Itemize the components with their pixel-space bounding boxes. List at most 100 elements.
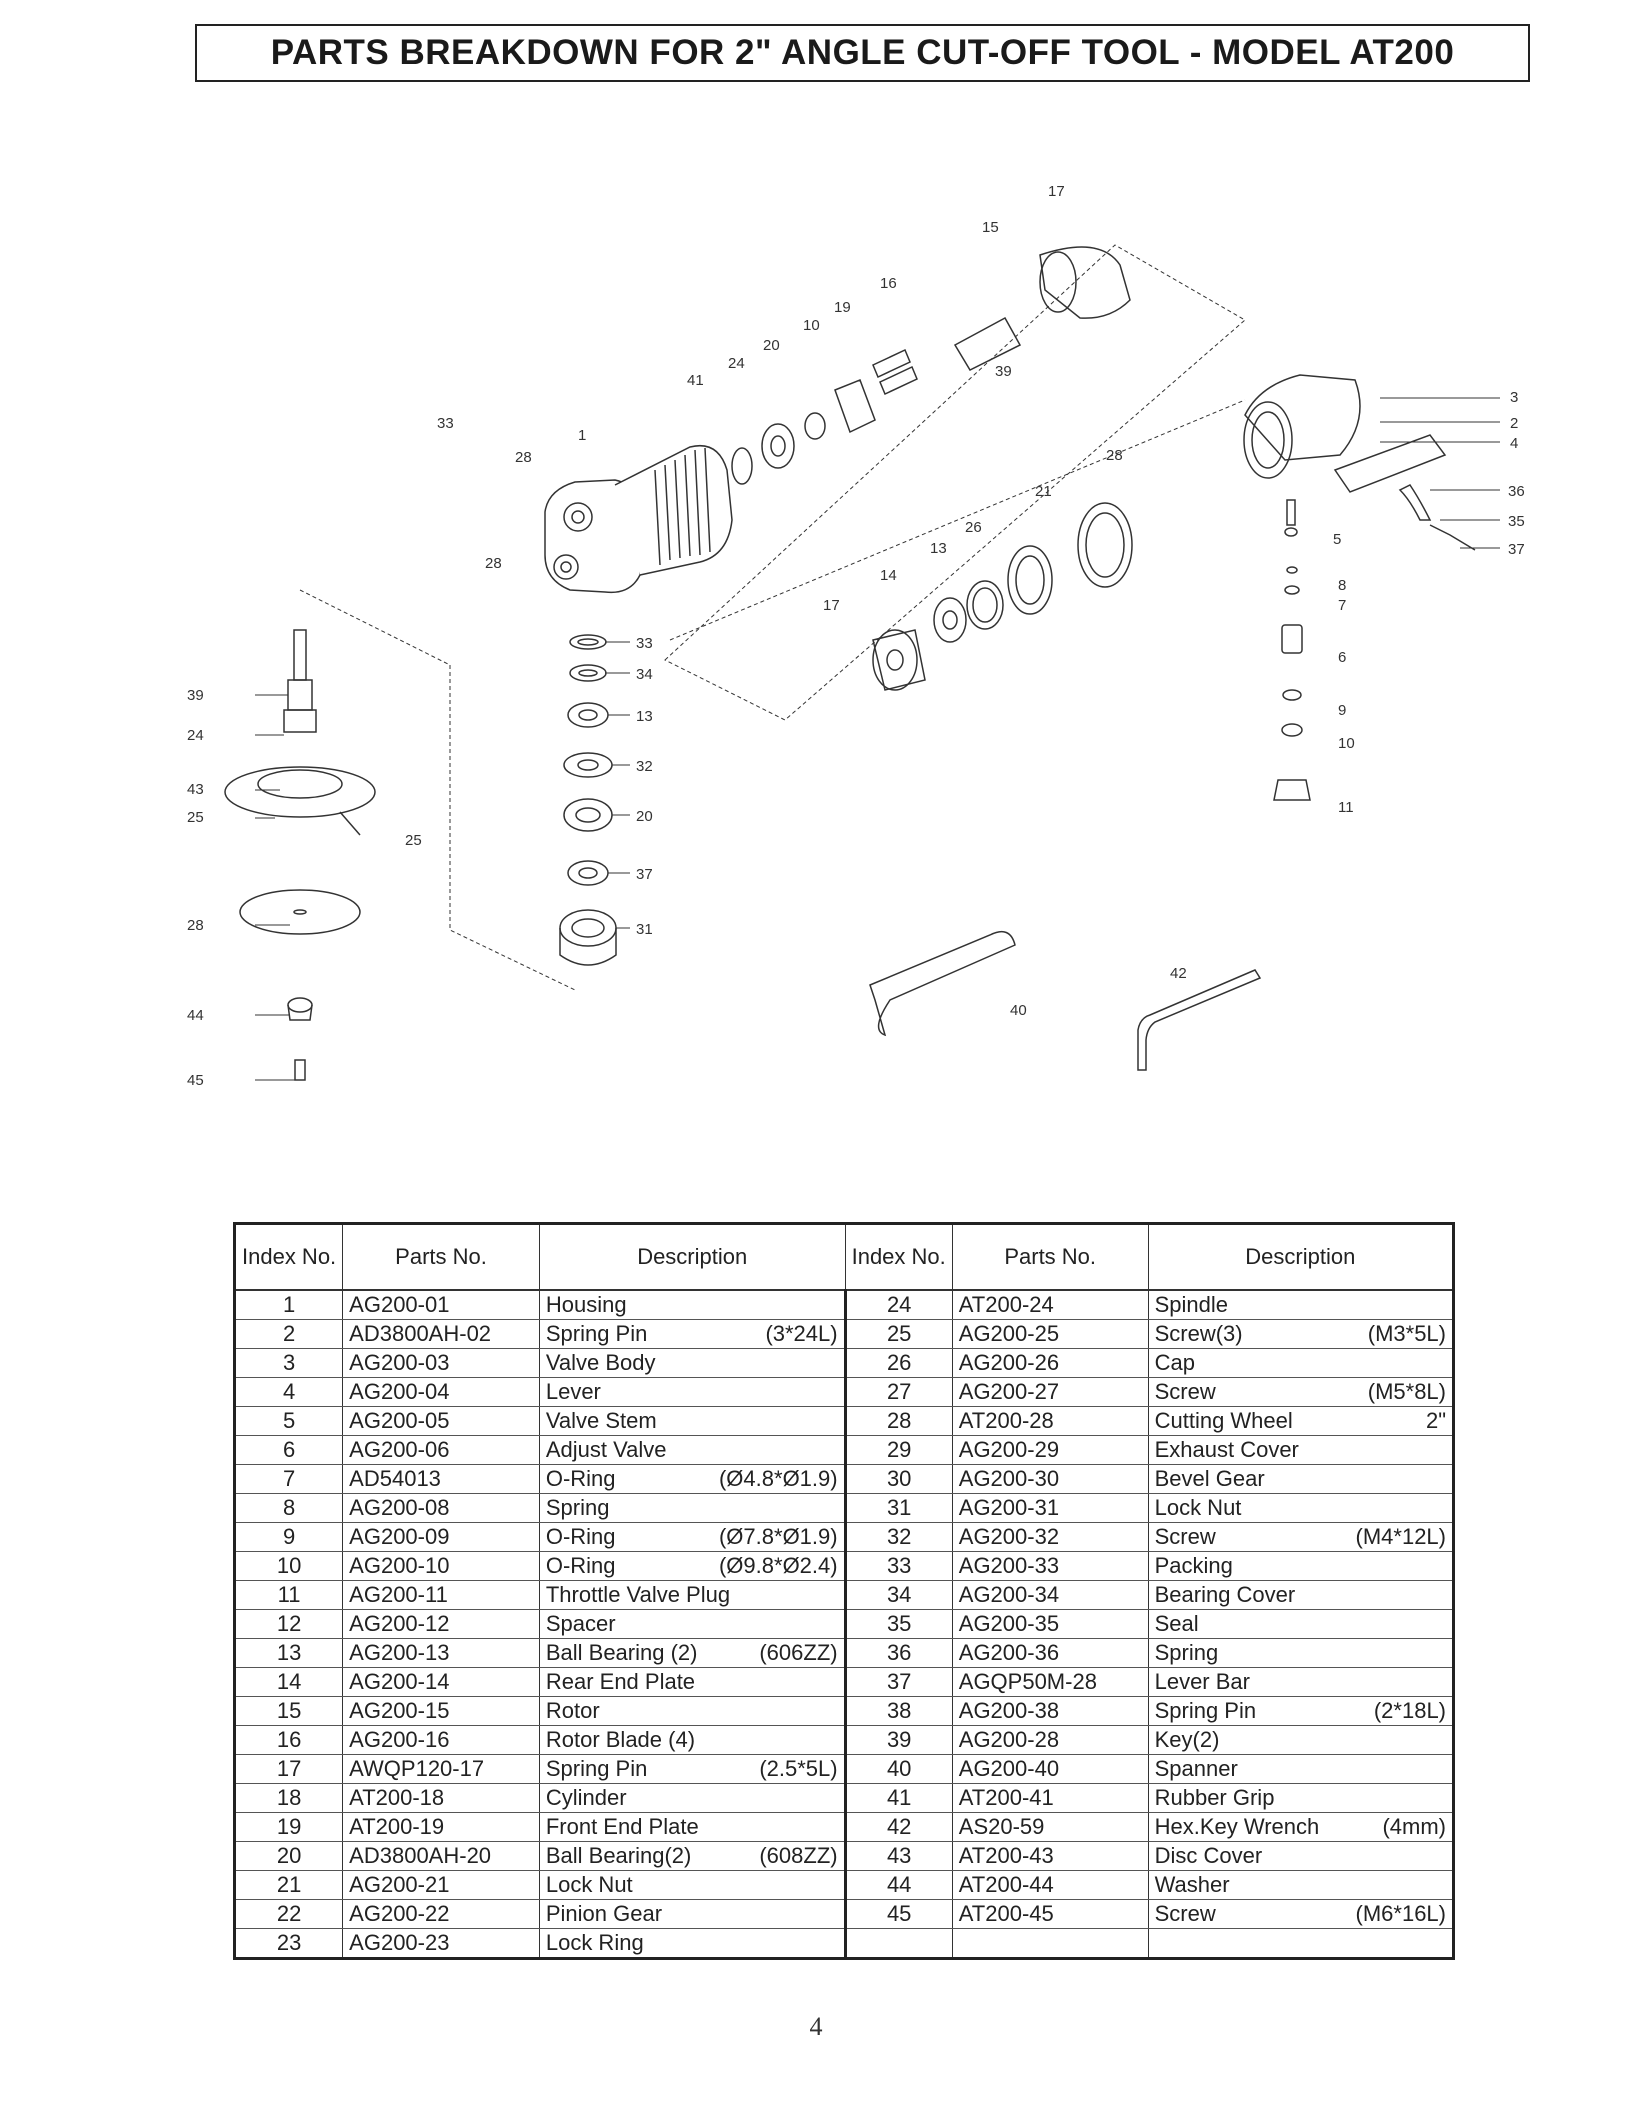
description-cell: Exhaust Cover xyxy=(1147,1435,1454,1465)
index-cell: 19 xyxy=(233,1812,343,1842)
index-cell: 27 xyxy=(843,1377,953,1407)
description-text: Spindle xyxy=(1154,1292,1228,1317)
description-text: Screw xyxy=(1154,1379,1216,1404)
part-number-cell: AT200-24 xyxy=(951,1290,1149,1320)
callout-label: 13 xyxy=(636,708,653,725)
description-cell: Screw(3)(M3*5L) xyxy=(1147,1319,1454,1349)
index-cell: 5 xyxy=(233,1406,343,1436)
callout-label: 45 xyxy=(187,1072,204,1089)
part-number-cell: AG200-40 xyxy=(951,1754,1149,1784)
part-number-cell: AT200-28 xyxy=(951,1406,1149,1436)
description-text: Valve Stem xyxy=(545,1408,657,1433)
index-cell: 6 xyxy=(233,1435,343,1465)
rubber-grip-part xyxy=(614,445,733,576)
description-text: O-Ring xyxy=(545,1553,616,1578)
description-text: O-Ring xyxy=(545,1466,616,1491)
callout-label: 41 xyxy=(687,372,704,389)
part-number-cell: AG200-32 xyxy=(951,1522,1149,1552)
callout-label: 39 xyxy=(187,687,204,704)
index-cell: 12 xyxy=(233,1609,343,1639)
description-cell: Lever Bar xyxy=(1147,1667,1454,1697)
part-number-cell: AG200-38 xyxy=(951,1696,1149,1726)
callout-label: 14 xyxy=(880,567,897,584)
description-cell: Disc Cover xyxy=(1147,1841,1454,1871)
part-number-cell: AD3800AH-20 xyxy=(342,1841,540,1871)
callout-label: 25 xyxy=(187,809,204,826)
index-cell: 35 xyxy=(843,1609,953,1639)
callout-label: 19 xyxy=(834,299,851,316)
description-text: Rotor xyxy=(545,1698,600,1723)
index-cell: 43 xyxy=(843,1841,953,1871)
description-cell: Spring xyxy=(1147,1638,1454,1668)
description-cell: Washer xyxy=(1147,1870,1454,1900)
description-text: Rubber Grip xyxy=(1154,1785,1275,1810)
description-text: Spring Pin xyxy=(1154,1698,1257,1723)
description-text: Lever xyxy=(545,1379,601,1404)
index-cell: 11 xyxy=(233,1580,343,1610)
index-cell: 42 xyxy=(843,1812,953,1842)
description-cell: Spring Pin(3*24L) xyxy=(538,1319,846,1349)
part-number-cell: AT200-43 xyxy=(951,1841,1149,1871)
callout-label: 26 xyxy=(965,519,982,536)
specification-text: (Ø9.8*Ø2.4) xyxy=(718,1553,838,1578)
description-cell: Spacer xyxy=(538,1609,846,1639)
description-text: Front End Plate xyxy=(545,1814,699,1839)
gear-bearing-stack xyxy=(731,246,1131,485)
callout-label: 44 xyxy=(187,1007,204,1024)
index-cell: 21 xyxy=(233,1870,343,1900)
part-number-cell: AT200-19 xyxy=(342,1812,540,1842)
part-number-cell: AG200-14 xyxy=(342,1667,540,1697)
description-cell: Cap xyxy=(1147,1348,1454,1378)
description-cell: Cylinder xyxy=(538,1783,846,1813)
index-cell: 15 xyxy=(233,1696,343,1726)
part-number-cell: AG200-12 xyxy=(342,1609,540,1639)
index-cell: 10 xyxy=(233,1551,343,1581)
callout-label: 21 xyxy=(1035,483,1052,500)
index-cell: 22 xyxy=(233,1899,343,1929)
index-cell: 7 xyxy=(233,1464,343,1494)
specification-text: (3*24L) xyxy=(765,1321,838,1346)
description-text: Ball Bearing(2) xyxy=(545,1843,692,1868)
spindle-column xyxy=(224,629,376,1081)
spanner-tool xyxy=(869,930,1016,1037)
description-text: Seal xyxy=(1154,1611,1199,1636)
description-text: Rear End Plate xyxy=(545,1669,696,1694)
description-cell: Screw(M4*12L) xyxy=(1147,1522,1454,1552)
index-cell: 24 xyxy=(843,1290,953,1320)
table-header-row: Index No. Parts No. Description Index No… xyxy=(233,1223,1454,1291)
description-text: Disc Cover xyxy=(1154,1843,1263,1868)
callout-label: 32 xyxy=(636,758,653,775)
part-number-cell: AWQP120-17 xyxy=(342,1754,540,1784)
description-cell: Screw(M6*16L) xyxy=(1147,1899,1454,1929)
description-text: Housing xyxy=(545,1292,627,1317)
title-box: PARTS BREAKDOWN FOR 2" ANGLE CUT-OFF TOO… xyxy=(195,24,1530,82)
specification-text: (Ø7.8*Ø1.9) xyxy=(718,1524,838,1549)
callout-label: 4 xyxy=(1510,435,1518,452)
index-cell: 8 xyxy=(233,1493,343,1523)
description-text: Spring Pin xyxy=(545,1756,648,1781)
description-cell: Ball Bearing (2)(606ZZ) xyxy=(538,1638,846,1668)
description-text: Spanner xyxy=(1154,1756,1238,1781)
callout-label: 42 xyxy=(1170,965,1187,982)
description-cell xyxy=(1147,1928,1454,1959)
part-number-cell: AG200-10 xyxy=(342,1551,540,1581)
description-cell: Seal xyxy=(1147,1609,1454,1639)
callout-label: 2 xyxy=(1510,415,1518,432)
description-text: Bearing Cover xyxy=(1154,1582,1296,1607)
description-text: Lever Bar xyxy=(1154,1669,1250,1694)
callout-label: 37 xyxy=(1508,541,1525,558)
description-text: Spacer xyxy=(545,1611,616,1636)
part-number-cell: AG200-01 xyxy=(342,1290,540,1320)
part-number-cell: AG200-04 xyxy=(342,1377,540,1407)
description-text: Screw xyxy=(1154,1901,1216,1926)
callout-label: 35 xyxy=(1508,513,1525,530)
callout-label: 1 xyxy=(578,427,586,444)
description-text: Pinion Gear xyxy=(545,1901,663,1926)
